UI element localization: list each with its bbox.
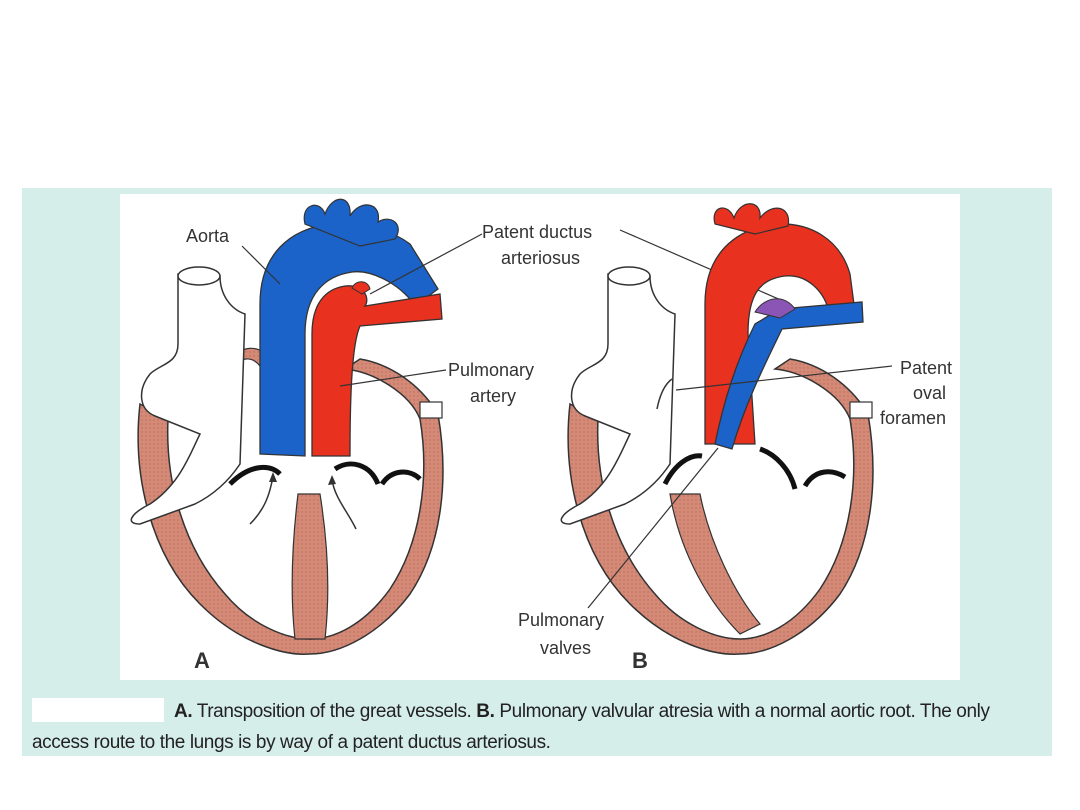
heart-b-pulmonary-artery: [714, 301, 864, 450]
heart-a-valve-left: [228, 464, 282, 486]
heart-a-valve-right: [333, 461, 381, 486]
label-pulmonary-artery-2: artery: [470, 386, 516, 406]
heart-b-arrow: [656, 378, 673, 410]
label-panel-a: A: [194, 648, 210, 673]
heart-b-vena-cava: [560, 273, 676, 525]
heart-a-septum: [291, 493, 329, 640]
heart-b-myocardium: [567, 358, 874, 655]
label-patent-ductus-1: Patent ductus: [482, 222, 592, 242]
heart-a: [130, 198, 444, 655]
heart-a-aorta-branches: [303, 198, 399, 247]
heart-b-ductus: [754, 298, 796, 319]
heart-b-aorta-branches: [713, 203, 790, 235]
label-aorta: Aorta: [186, 226, 230, 246]
label-panel-b: B: [632, 648, 648, 673]
caption-line-1: A. Transposition of the great vessels. B…: [32, 696, 1050, 727]
heart-diagram: Aorta Patent ductus arteriosus Pulmonary…: [120, 194, 960, 680]
label-pulmonary-artery-1: Pulmonary: [448, 360, 534, 380]
label-patent-oval-3: foramen: [880, 408, 946, 428]
label-patent-oval-2: oval: [913, 383, 946, 403]
label-pulmonary-valves-1: Pulmonary: [518, 610, 604, 630]
leader-pulmonary-valves: [587, 447, 719, 609]
leader-aorta: [241, 245, 281, 285]
heart-a-ductus: [351, 281, 371, 295]
heart-a-myocardium: [137, 358, 444, 655]
label-patent-oval-1: Patent: [900, 358, 952, 378]
figure-caption: A. Transposition of the great vessels. B…: [32, 696, 1050, 758]
leader-patent-oval: [675, 365, 893, 391]
heart-b-septum: [669, 493, 761, 635]
heart-a-arrow-right: [331, 478, 357, 530]
heart-a-vena-cava: [130, 273, 246, 525]
heart-b: [560, 203, 874, 655]
leader-ductus-a: [369, 233, 483, 295]
leader-pulmonary-artery: [339, 369, 447, 387]
caption-line-2: access route to the lungs is by way of a…: [32, 732, 551, 753]
heart-a-valve-far-right: [379, 469, 422, 486]
leader-ductus-b: [619, 229, 791, 305]
heart-a-stub: [419, 401, 443, 419]
caption-redaction: [32, 698, 164, 722]
heart-b-valve-far-right: [802, 469, 847, 488]
caption-b-text: Pulmonary valvular atresia with a normal…: [494, 701, 990, 722]
heart-a-pulmonary-artery: [311, 285, 443, 457]
heart-diagram-svg: Aorta Patent ductus arteriosus Pulmonary…: [130, 198, 952, 673]
caption-a-letter: A.: [174, 701, 193, 722]
heart-b-valve-right: [759, 446, 798, 490]
heart-a-vena-cava-opening: [177, 266, 221, 286]
heart-a-arrow-left: [249, 475, 274, 525]
label-pulmonary-valves-2: valves: [540, 638, 591, 658]
heart-b-valve-left: [662, 453, 703, 486]
caption-b-letter: B.: [476, 701, 495, 722]
caption-a-text: Transposition of the great vessels.: [192, 701, 477, 722]
heart-b-stub: [849, 401, 873, 419]
label-patent-ductus-2: arteriosus: [501, 248, 580, 268]
heart-b-vena-cava-opening: [607, 266, 651, 286]
